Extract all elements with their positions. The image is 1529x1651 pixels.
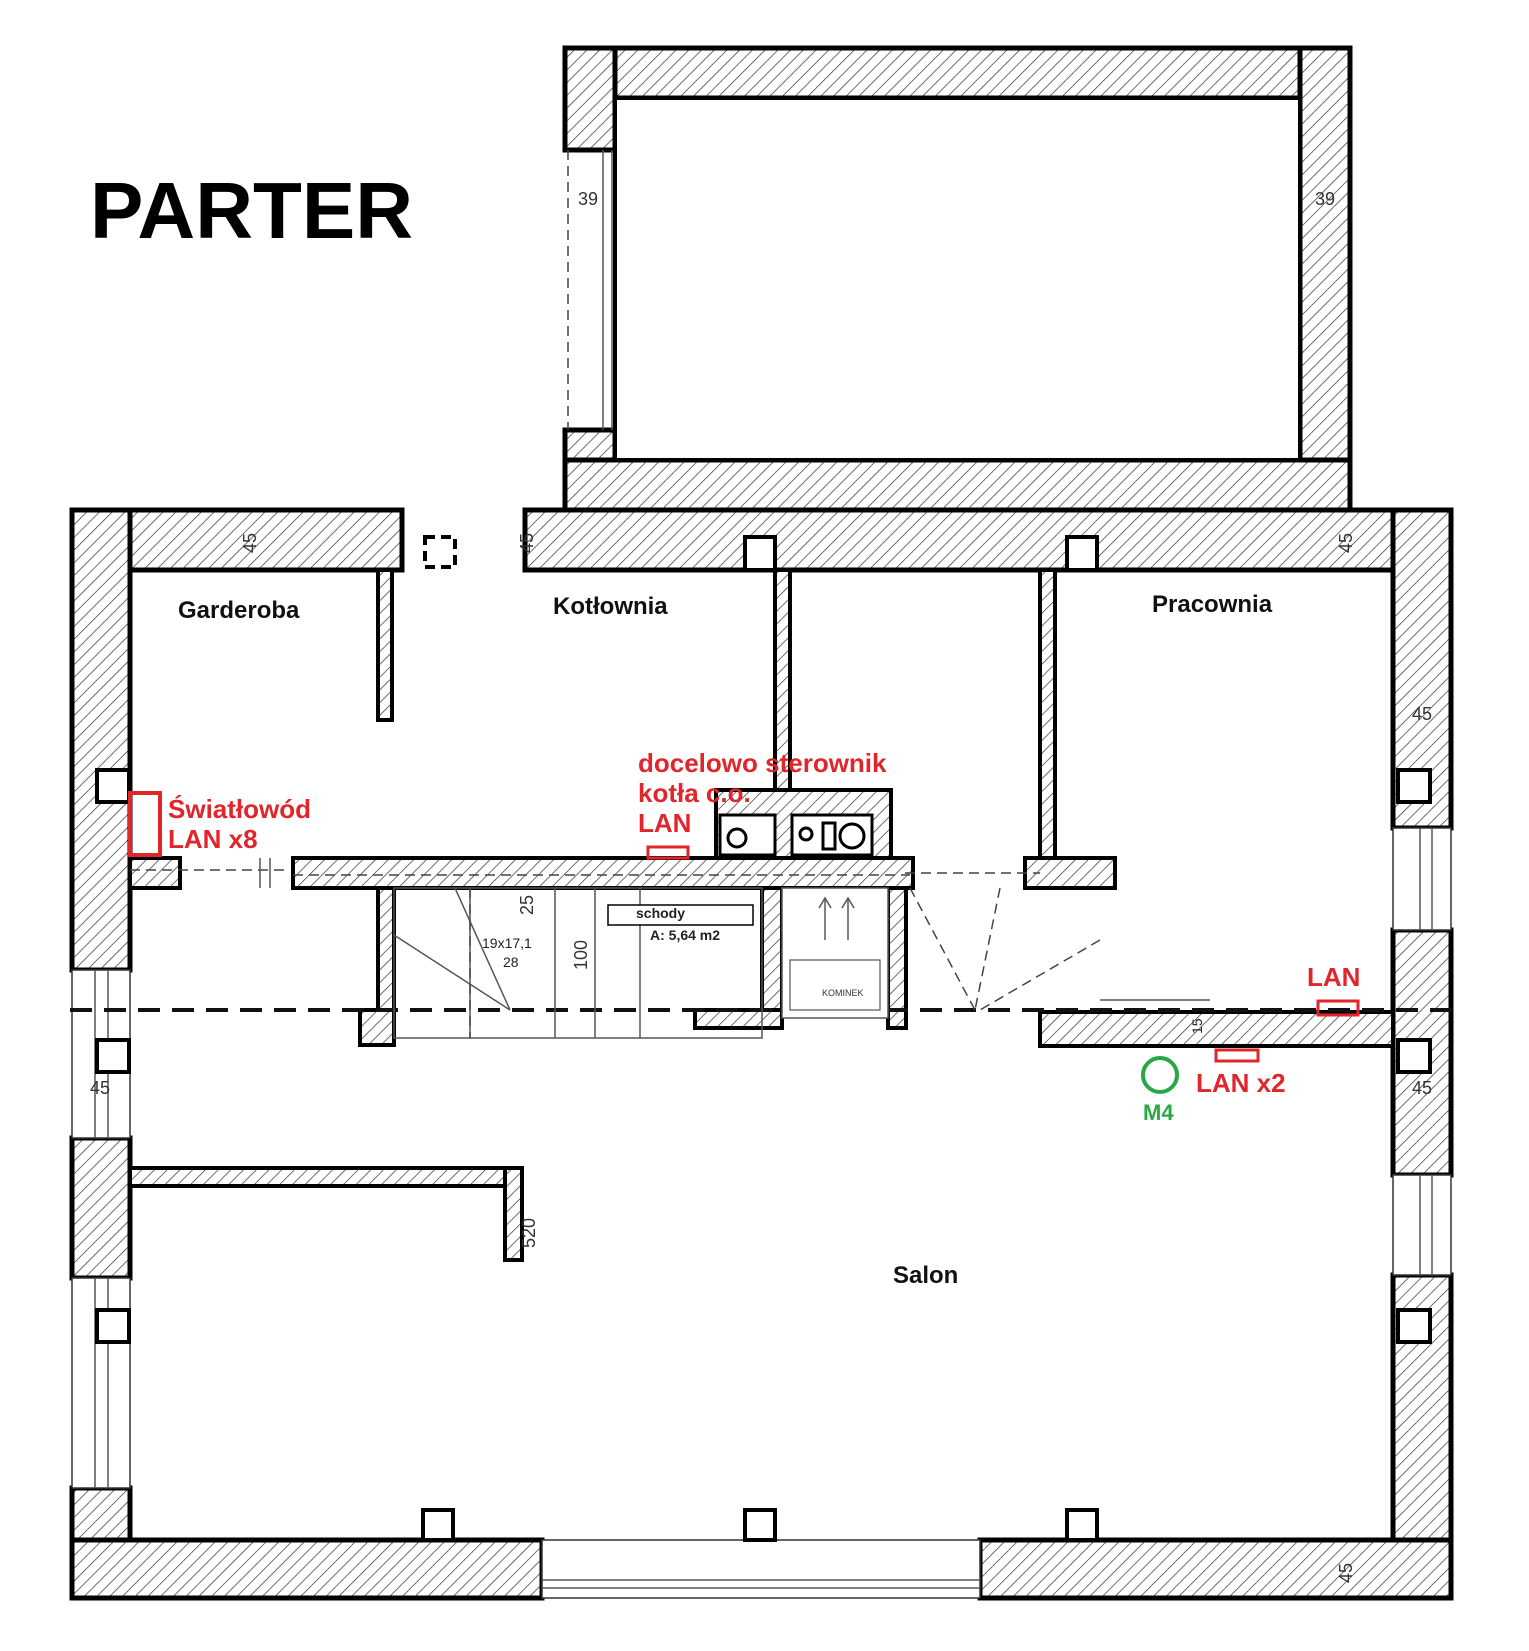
dim-45-top-right: 45 <box>1336 533 1356 553</box>
lan-x8-label: LAN x8 <box>168 824 258 854</box>
pillars <box>95 535 1432 1542</box>
dim-25: 25 <box>517 895 537 915</box>
annex-walls <box>562 45 1353 513</box>
boiler-lan-marker <box>646 845 690 860</box>
room-pracownia: Pracownia <box>1152 591 1273 618</box>
lan-x2-label: LAN x2 <box>1196 1068 1286 1098</box>
docelowo-label-3: LAN <box>638 808 691 838</box>
outer-walls <box>69 507 1454 1601</box>
swiatlowod-label: Światłowód <box>168 794 311 824</box>
fiber-box-marker <box>128 791 162 857</box>
dim-39-left: 39 <box>578 189 598 209</box>
dim-45-right-lower: 45 <box>1412 1078 1432 1098</box>
lan-pracownia-label: LAN <box>1307 962 1360 992</box>
docelowo-label-2: kotła c.o. <box>638 778 751 808</box>
room-garderoba: Garderoba <box>178 597 300 624</box>
dim-28: 28 <box>503 954 519 970</box>
dim-100: 100 <box>571 940 591 970</box>
dim-520: 520 <box>519 1218 539 1248</box>
schody-area: A: 5,64 m2 <box>650 927 720 943</box>
room-kotlownia: Kotłownia <box>553 593 668 620</box>
m4-label: M4 <box>1143 1100 1174 1125</box>
door-marks <box>130 858 1210 1001</box>
plan-title: PARTER <box>90 166 413 255</box>
dim-45-right-upper: 45 <box>1412 704 1432 724</box>
dim-19x17: 19x17,1 <box>482 935 532 951</box>
chimney-flues <box>718 813 874 857</box>
room-salon: Salon <box>893 1262 958 1289</box>
pracownia-lan-marker <box>1316 999 1360 1017</box>
dim-45-bottom-right: 45 <box>1336 1563 1356 1583</box>
dim-15: 15 <box>1189 1018 1205 1034</box>
dim-39-right: 39 <box>1315 189 1335 209</box>
kominek-label: KOMINEK <box>822 988 864 998</box>
staircase <box>393 887 1101 1039</box>
room-schody: schody <box>636 905 685 921</box>
windows <box>71 827 1452 1599</box>
m4-marker <box>1141 1056 1179 1094</box>
dim-45-top-left: 45 <box>240 533 260 553</box>
dim-45-left: 45 <box>90 1078 110 1098</box>
dim-45-top-mid: 45 <box>517 533 537 553</box>
docelowo-label-1: docelowo sterownik <box>638 748 887 778</box>
salon-lan-marker <box>1214 1048 1260 1063</box>
